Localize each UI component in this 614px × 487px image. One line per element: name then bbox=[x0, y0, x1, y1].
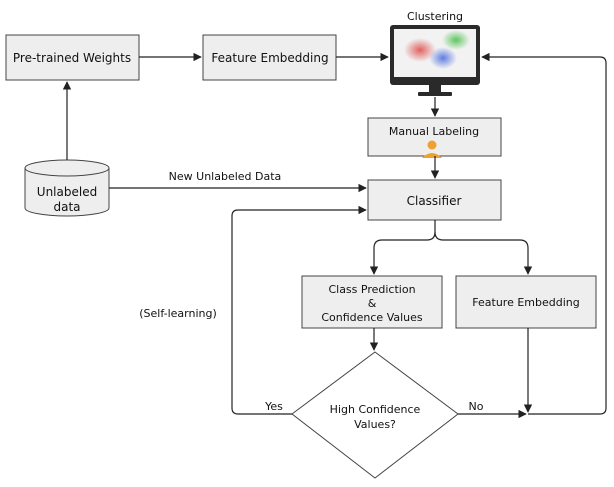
feature-embedding-bottom-label: Feature Embedding bbox=[472, 296, 579, 309]
class-prediction-box bbox=[301, 275, 443, 329]
feature-embedding-top-box bbox=[202, 34, 337, 81]
high-confidence-label-2: Values? bbox=[354, 418, 396, 431]
person-icon bbox=[422, 140, 442, 158]
class-prediction-label-3: Confidence Values bbox=[321, 311, 423, 324]
manual-labeling-label: Manual Labeling bbox=[389, 125, 479, 138]
self-learning-label: (Self-learning) bbox=[139, 307, 217, 320]
class-prediction-label-1: Class Prediction bbox=[328, 283, 415, 296]
high-confidence-label-1: High Confidence bbox=[330, 403, 421, 416]
monitor-icon bbox=[390, 25, 480, 96]
arrow-loop-to-clustering bbox=[481, 52, 607, 415]
new-unlabeled-data-label: New Unlabeled Data bbox=[169, 170, 282, 183]
classifier-box bbox=[367, 179, 502, 221]
high-confidence-decision bbox=[291, 351, 459, 479]
classifier-label: Classifier bbox=[407, 194, 462, 208]
arrow-classifier-to-prediction bbox=[369, 220, 436, 275]
class-prediction-label-2: & bbox=[368, 297, 377, 310]
feature-embedding-top-label: Feature Embedding bbox=[211, 51, 328, 65]
yes-label: Yes bbox=[264, 400, 283, 413]
pretrained-weights-label: Pre-trained Weights bbox=[13, 51, 131, 65]
no-label: No bbox=[469, 400, 484, 413]
arrow-yes-self-learning-loop bbox=[231, 205, 367, 415]
arrow-classifier-to-feature-embedding bbox=[434, 231, 533, 275]
manual-labeling-box bbox=[367, 117, 502, 157]
pretrained-weights-box bbox=[5, 34, 140, 81]
unlabeled-data-cylinder bbox=[24, 159, 110, 217]
clustering-label: Clustering bbox=[407, 10, 463, 23]
unlabeled-data-label-2: data bbox=[53, 200, 80, 214]
unlabeled-data-label-1: Unlabeled bbox=[37, 185, 97, 199]
feature-embedding-bottom-box bbox=[455, 275, 597, 329]
